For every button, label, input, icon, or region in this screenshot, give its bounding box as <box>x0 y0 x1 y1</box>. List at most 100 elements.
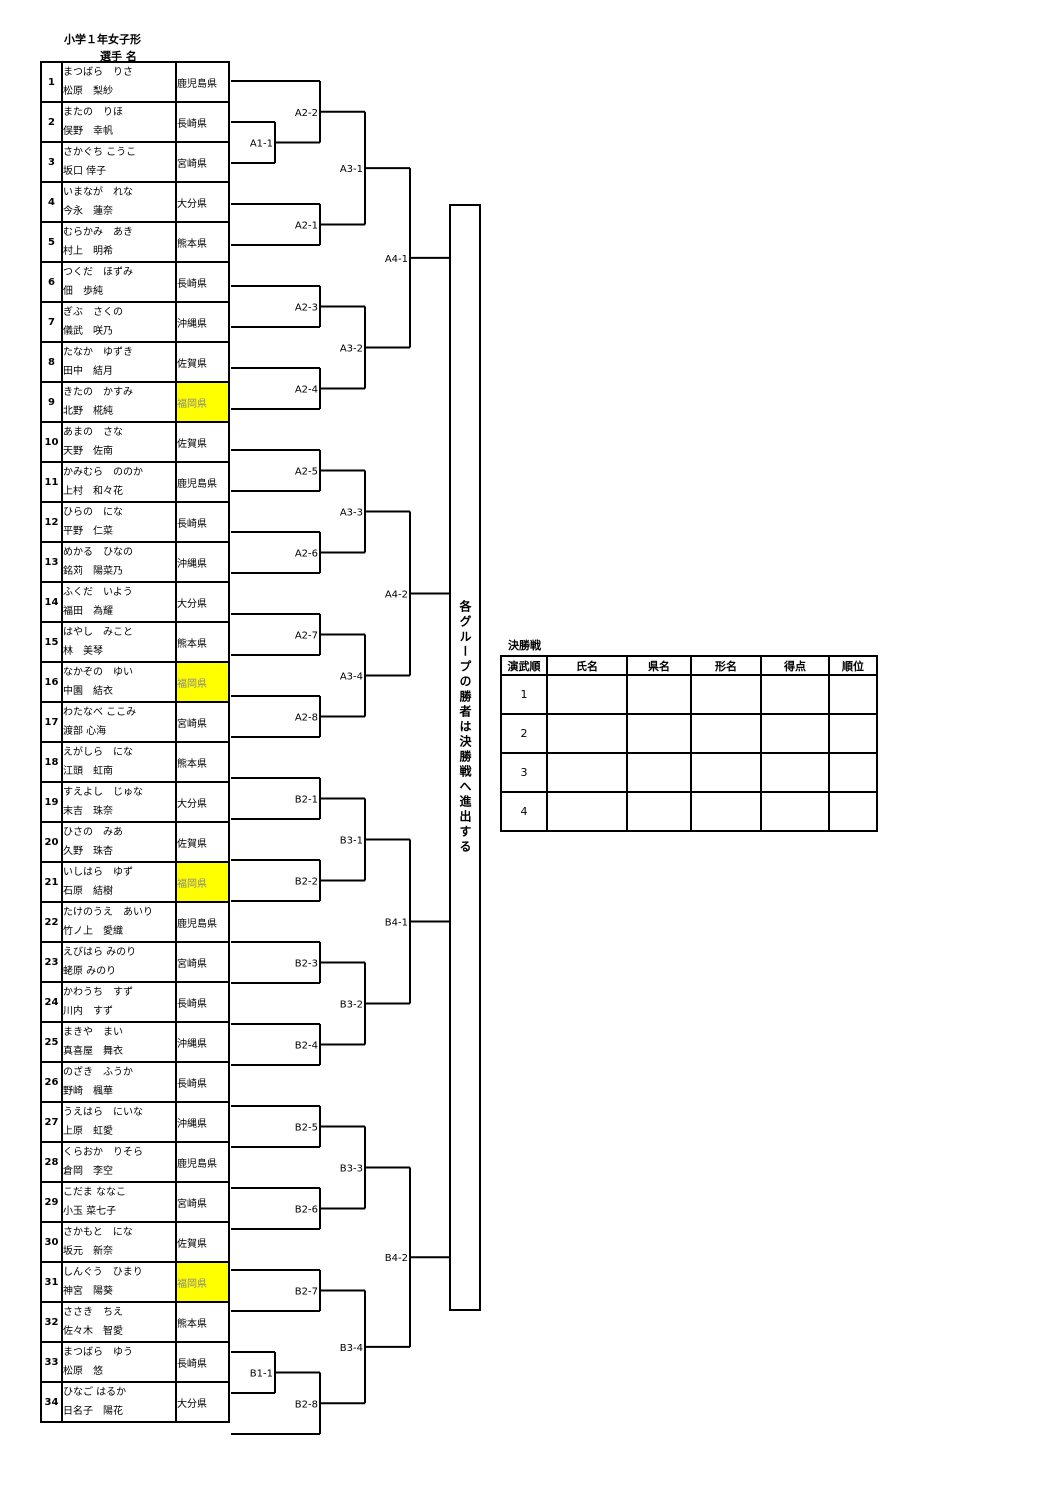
final-empty-cell <box>546 674 628 715</box>
player-number: 20 <box>40 821 63 863</box>
player-kanji: 竹ノ上 愛織 <box>63 926 123 937</box>
player-number: 23 <box>40 941 63 983</box>
player-kanji: 松原 悠 <box>63 1366 103 1377</box>
final-row: 1 <box>500 674 878 715</box>
player-kanji: 坂口 倖子 <box>63 166 107 177</box>
player-number: 33 <box>40 1341 63 1383</box>
player-name-cell: たなか ゆずき田中 結月 <box>61 341 177 383</box>
final-label: 決勝戦 <box>508 639 541 652</box>
player-prefecture: 福岡県 <box>175 1261 230 1303</box>
final-advance-box <box>449 204 481 1311</box>
player-number: 10 <box>40 421 63 463</box>
bracket-match-label: B2-3 <box>295 959 318 970</box>
player-kanji: 上原 虹愛 <box>63 1126 113 1137</box>
final-empty-cell <box>626 752 692 793</box>
player-prefecture: 大分県 <box>175 181 230 223</box>
player-kana: うえはら にいな <box>63 1107 143 1118</box>
player-name-cell: こだま ななこ小玉 菜七子 <box>61 1181 177 1223</box>
bracket-match-label: A4-1 <box>385 254 408 265</box>
player-prefecture: 宮崎県 <box>175 1181 230 1223</box>
player-kana: さかぐち こうこ <box>63 147 137 158</box>
player-kanji: 俣野 幸帆 <box>63 126 113 137</box>
player-name-cell: のざき ふうか野崎 楓華 <box>61 1061 177 1103</box>
player-prefecture: 佐賀県 <box>175 1221 230 1263</box>
final-empty-cell <box>828 752 878 793</box>
bracket-match-label: B2-4 <box>295 1041 318 1052</box>
player-kanji: 江頭 虹南 <box>63 766 113 777</box>
player-name-cell: しんぐう ひまり神宮 陽葵 <box>61 1261 177 1303</box>
final-empty-cell <box>690 674 762 715</box>
player-kana: かわうち すず <box>63 987 133 998</box>
player-prefecture: 佐賀県 <box>175 341 230 383</box>
player-name-cell: ひさの みあ久野 珠杏 <box>61 821 177 863</box>
final-empty-cell <box>760 752 830 793</box>
final-empty-cell <box>760 791 830 832</box>
final-empty-cell <box>546 713 628 754</box>
player-kanji: 渡部 心海 <box>63 726 107 737</box>
bracket-match-label: A3-1 <box>340 164 363 175</box>
player-kana: いしはら ゆず <box>63 867 133 878</box>
bracket-match-label: A2-2 <box>295 108 318 119</box>
final-empty-cell <box>626 713 692 754</box>
player-kana: はやし みこと <box>63 627 133 638</box>
player-name-cell: うえはら にいな上原 虹愛 <box>61 1101 177 1143</box>
player-kana: きたの かすみ <box>63 387 133 398</box>
player-kanji: 佐々木 智愛 <box>63 1326 123 1337</box>
player-kana: えびはら みのり <box>63 947 137 958</box>
player-number: 15 <box>40 621 63 663</box>
player-kanji: 天野 佐南 <box>63 446 113 457</box>
bracket-match-label: A4-2 <box>385 590 408 601</box>
player-prefecture: 熊本県 <box>175 221 230 263</box>
player-name-cell: きたの かすみ北野 椛純 <box>61 381 177 423</box>
bracket-match-label: B2-1 <box>295 795 318 806</box>
player-prefecture: 福岡県 <box>175 661 230 703</box>
player-kana: さかもと にな <box>63 1227 133 1238</box>
player-name-cell: ふくだ いよう福田 為耀 <box>61 581 177 623</box>
player-name-cell: まつばら ゆう松原 悠 <box>61 1341 177 1383</box>
bracket-match-label: A3-4 <box>340 672 363 683</box>
player-number: 14 <box>40 581 63 623</box>
player-name-cell: えがしら にな江頭 虹南 <box>61 741 177 783</box>
bracket-match-label: B3-4 <box>340 1343 363 1354</box>
player-name-cell: まつばら りさ松原 梨紗 <box>61 61 177 103</box>
player-number: 30 <box>40 1221 63 1263</box>
final-order: 1 <box>500 674 548 715</box>
bracket-match-label: B1-1 <box>250 1369 273 1380</box>
player-name-cell: ささき ちえ佐々木 智愛 <box>61 1301 177 1343</box>
final-order: 3 <box>500 752 548 793</box>
player-kanji: 田中 結月 <box>63 366 113 377</box>
final-empty-cell <box>626 674 692 715</box>
player-prefecture: 沖縄県 <box>175 301 230 343</box>
player-number: 32 <box>40 1301 63 1343</box>
player-kana: こだま ななこ <box>63 1187 126 1198</box>
player-kana: つくだ ほずみ <box>63 267 133 278</box>
player-kanji: 平野 仁菜 <box>63 526 113 537</box>
final-row: 3 <box>500 752 878 793</box>
player-kanji: 真喜屋 舞衣 <box>63 1046 123 1057</box>
bracket-match-label: B2-6 <box>295 1205 318 1216</box>
bracket-match-label: B2-5 <box>295 1123 318 1134</box>
page-title: 小学１年女子形 <box>64 33 141 46</box>
player-number: 7 <box>40 301 63 343</box>
player-name-cell: あまの さな天野 佐南 <box>61 421 177 463</box>
